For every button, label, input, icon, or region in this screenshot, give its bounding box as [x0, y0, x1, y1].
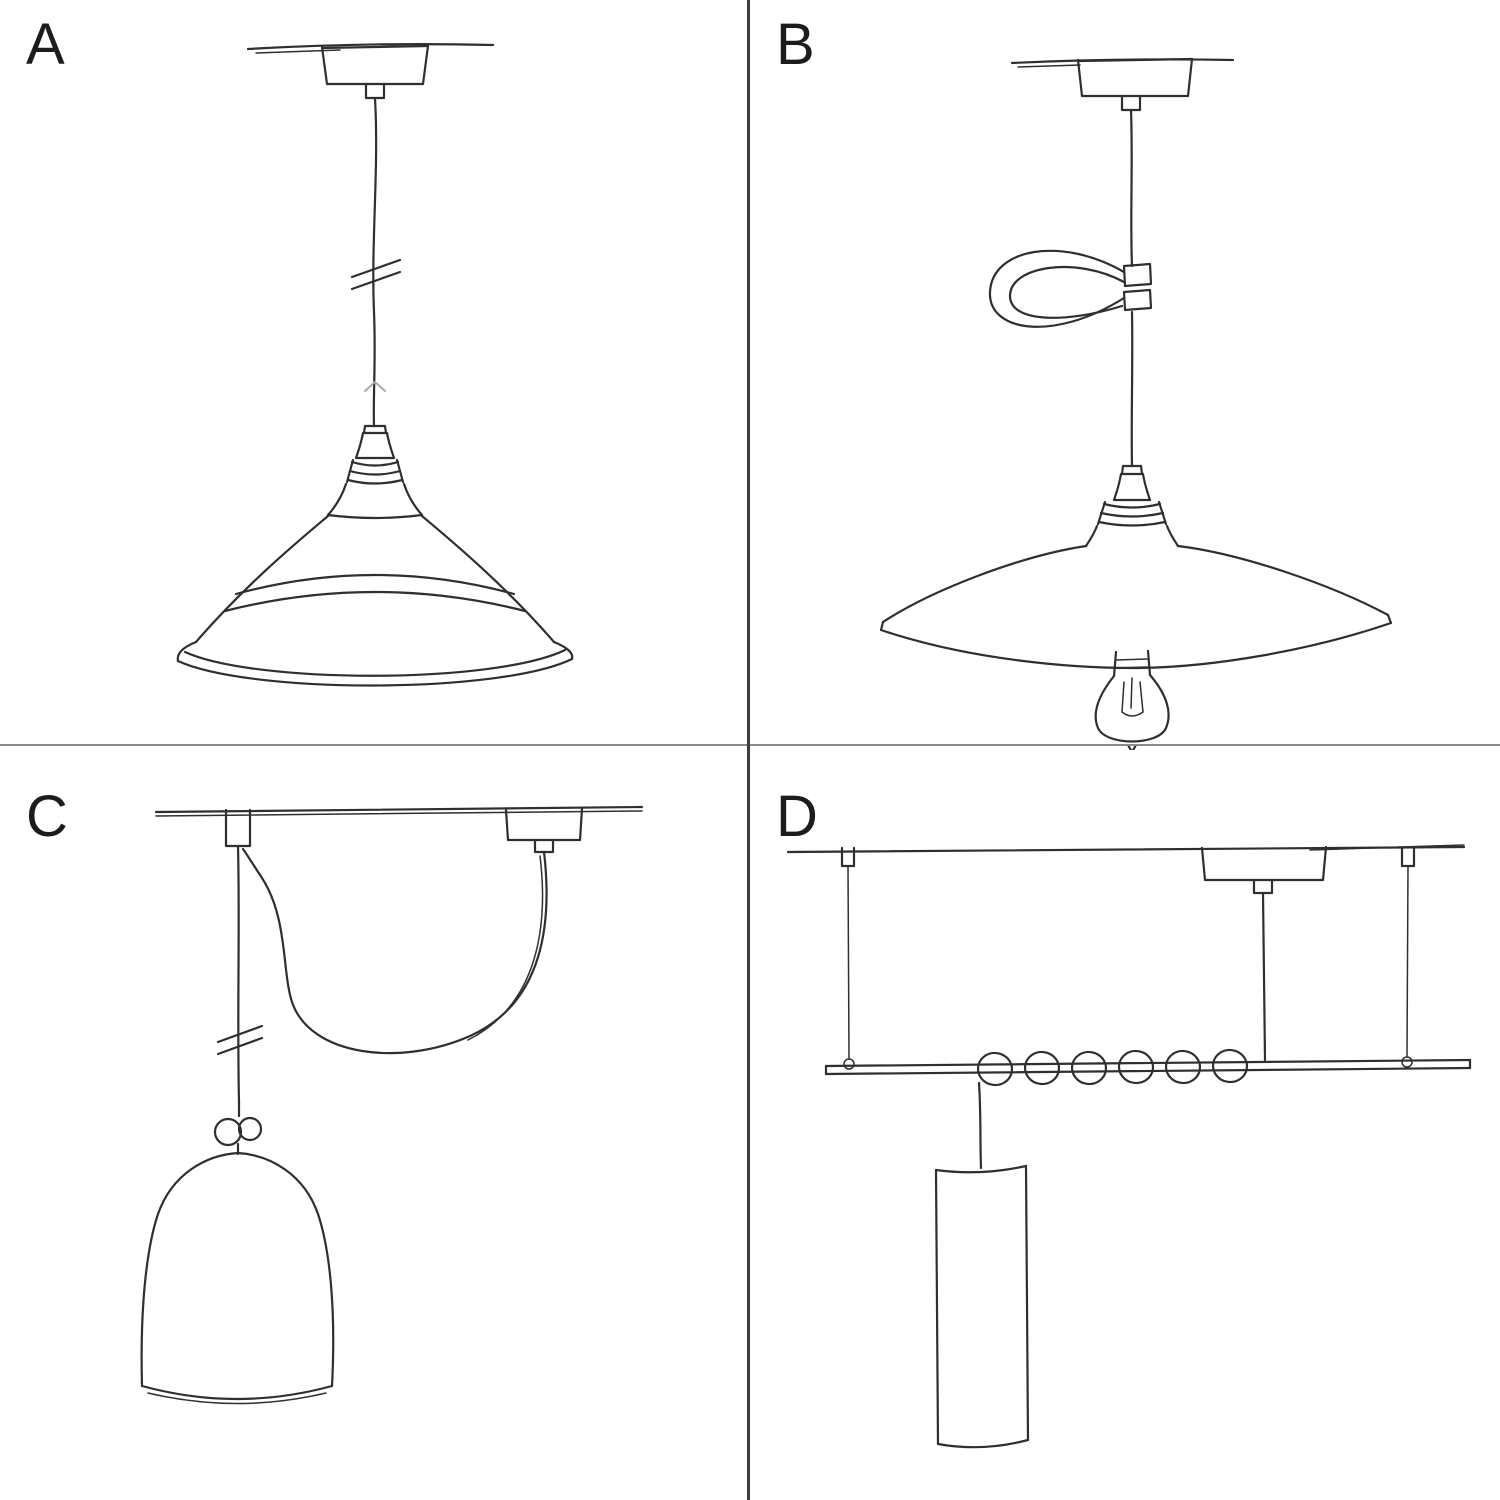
ceiling-line: [246, 43, 495, 54]
ceiling-line: [154, 805, 644, 817]
light-bulb: [1094, 649, 1170, 750]
coiled-cable: [976, 1048, 1249, 1087]
lamp-holder: [1084, 464, 1180, 548]
cable-knot: [213, 1100, 263, 1156]
horizontal-divider: [0, 744, 1500, 746]
panel-a-label: A: [26, 12, 66, 77]
vertical-divider: [747, 0, 750, 1500]
swag-pendant-with-hook-and-bell-shade-sketch: [140, 805, 644, 1405]
pendant-cable: [350, 96, 402, 428]
flat-plate-shade: [879, 544, 1393, 670]
bell-shade: [140, 1151, 335, 1405]
panel-d: D: [750, 750, 1500, 1500]
ceiling-rose: [320, 44, 430, 100]
drop-cable-from-rose: [1261, 891, 1267, 1062]
panel-b-label: B: [776, 12, 816, 77]
pendant-with-hook-flat-shade-and-bulb-sketch: [879, 57, 1393, 750]
panel-a: A: [0, 0, 750, 750]
bar-pendant-with-coiled-cable-and-tube-shade-sketch: [786, 844, 1472, 1449]
tube-shade: [934, 1164, 1030, 1449]
ceiling-rose: [1200, 845, 1328, 895]
drop-cable: [216, 844, 264, 1104]
panel-c: C: [0, 750, 750, 1500]
suspension-wires: [840, 846, 1416, 1070]
panel-c-label: C: [26, 784, 69, 849]
ceiling-line: [786, 844, 1466, 854]
ceiling-rose: [1076, 57, 1194, 112]
swag-cable: [241, 847, 548, 1055]
horizontal-bar: [824, 1058, 1472, 1076]
pendant-with-bistro-metal-shade-sketch: [176, 43, 574, 687]
bistro-shade: [176, 514, 574, 687]
pendant-cable: [1129, 108, 1134, 468]
panel-b: B: [750, 0, 1500, 750]
lamp-holder: [326, 424, 424, 520]
cable-hook-loop: [988, 249, 1153, 328]
drop-cable-to-shade: [977, 1081, 983, 1170]
ceiling-rose: [504, 807, 584, 854]
panel-d-label: D: [776, 784, 819, 849]
